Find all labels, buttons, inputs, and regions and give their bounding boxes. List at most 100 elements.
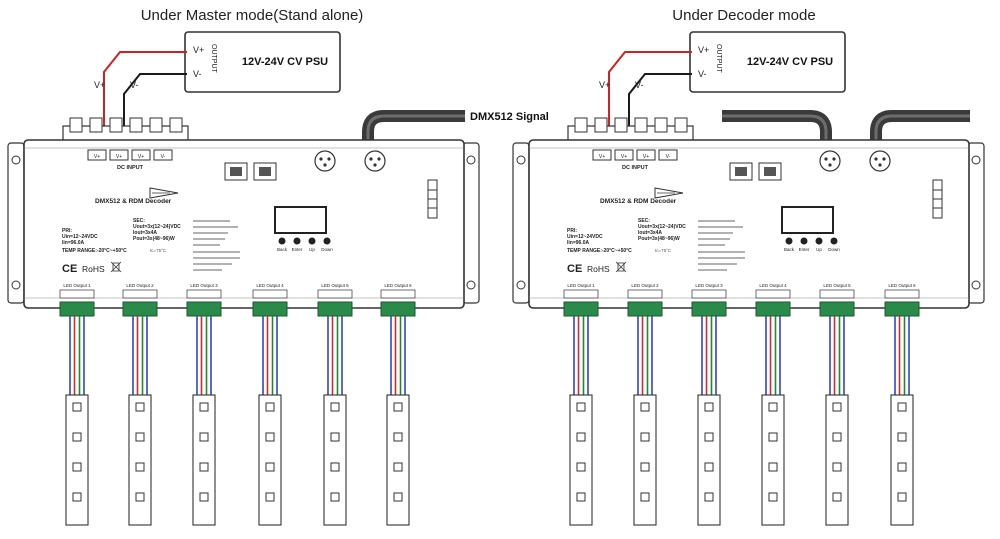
led-strip-5 xyxy=(317,301,353,526)
svg-text:tc=75°C: tc=75°C xyxy=(655,248,672,253)
svg-text:Uin=12~24VDC: Uin=12~24VDC xyxy=(567,234,603,240)
decoder-unit: V+ V+ V+ V- DC INPUT xyxy=(7,139,480,309)
ce-mark: CE xyxy=(62,263,77,275)
black-power-wire xyxy=(123,73,187,128)
panel-title: Under Decoder mode xyxy=(672,7,815,24)
psu-output-word: OUTPUT xyxy=(715,44,722,74)
enter-button[interactable] xyxy=(293,237,301,245)
svg-text:Uout=3x(12~24)VDC: Uout=3x(12~24)VDC xyxy=(133,224,181,230)
led-strip-1 xyxy=(563,301,599,526)
svg-text:LED Output 6: LED Output 6 xyxy=(384,283,412,288)
svg-text:Iin=96.0A: Iin=96.0A xyxy=(62,240,84,246)
svg-text:LED Output 3: LED Output 3 xyxy=(695,283,723,288)
down-button[interactable] xyxy=(830,237,838,245)
led-strip-1 xyxy=(59,301,95,526)
svg-text:LED Output 5: LED Output 5 xyxy=(823,283,851,288)
svg-text:Iout=3x4A: Iout=3x4A xyxy=(133,230,157,236)
svg-text:LED Output 6: LED Output 6 xyxy=(888,283,916,288)
ce-mark: CE xyxy=(567,263,582,275)
svg-text:V-: V- xyxy=(666,154,671,160)
weee-bin-icon xyxy=(615,261,627,273)
svg-text:LED Output 1: LED Output 1 xyxy=(567,283,595,288)
psu-vminus-label: V- xyxy=(698,69,707,79)
wire-vminus-label: V- xyxy=(130,80,139,90)
dc-input-label: DC INPUT xyxy=(622,165,649,171)
wire-vplus-label: V+ xyxy=(599,80,610,90)
black-power-wire xyxy=(628,73,692,128)
svg-text:Iin=96.0A: Iin=96.0A xyxy=(567,240,589,246)
lcd-display xyxy=(274,206,327,234)
output-port-rows xyxy=(563,289,920,299)
control-buttons: Back Enter Up Down xyxy=(784,237,840,252)
back-button[interactable] xyxy=(785,237,793,245)
led-output-labels: LED Output 1 LED Output 2 LED Output 3 L… xyxy=(567,283,916,288)
led-output-labels: LED Output 1 LED Output 2 LED Output 3 L… xyxy=(63,283,412,288)
psu-vplus-label: V+ xyxy=(698,45,709,55)
svg-text:LED Output 2: LED Output 2 xyxy=(631,283,659,288)
dc-input-ports: V+ V+ V+ V- DC INPUT xyxy=(87,149,173,171)
up-button[interactable] xyxy=(815,237,823,245)
weee-bin-icon xyxy=(110,261,122,273)
compliance-marks: CE RoHS xyxy=(567,261,627,275)
psu-output-word: OUTPUT xyxy=(210,44,217,74)
svg-text:LED Output 1: LED Output 1 xyxy=(63,283,91,288)
svg-text:Up: Up xyxy=(309,247,315,252)
rating-specs: PRI: Uin=12~24VDC Iin=96.0A SEC: Uout=3x… xyxy=(62,218,181,254)
rohs-mark: RoHS xyxy=(82,264,105,274)
svg-text:LED Output 3: LED Output 3 xyxy=(190,283,218,288)
panel-decoder-mode: Under Decoder mode V+ V- OUTPUT 12V-24V … xyxy=(512,7,985,526)
led-strip-3 xyxy=(186,301,222,526)
menu-legend xyxy=(698,220,745,271)
psu-box: V+ V- OUTPUT 12V-24V CV PSU xyxy=(184,31,341,93)
svg-text:PRI:: PRI: xyxy=(62,228,72,234)
psu-label: 12V-24V CV PSU xyxy=(242,56,328,68)
rating-specs: PRI: Uin=12~24VDC Iin=96.0A SEC: Uout=3x… xyxy=(567,218,686,254)
svg-text:V+: V+ xyxy=(138,154,144,160)
menu-legend xyxy=(193,220,240,271)
svg-text:Iout=3x4A: Iout=3x4A xyxy=(638,230,662,236)
panel-title: Under Master mode(Stand alone) xyxy=(141,7,364,24)
brand-logo-icon xyxy=(149,187,179,199)
wire-vplus-label: V+ xyxy=(94,80,105,90)
psu-vplus-label: V+ xyxy=(193,45,204,55)
svg-text:SEC:: SEC: xyxy=(638,218,650,224)
back-button[interactable] xyxy=(278,237,286,245)
svg-text:LED Output 4: LED Output 4 xyxy=(759,283,787,288)
enter-button[interactable] xyxy=(800,237,808,245)
rohs-mark: RoHS xyxy=(587,264,610,274)
svg-text:TEMP RANGE:-20°C~+50°C: TEMP RANGE:-20°C~+50°C xyxy=(567,248,632,254)
svg-text:SEC:: SEC: xyxy=(133,218,145,224)
red-power-wire xyxy=(103,51,187,128)
svg-text:V+: V+ xyxy=(621,154,627,160)
dc-input-label: DC INPUT xyxy=(117,165,144,171)
svg-text:Uin=12~24VDC: Uin=12~24VDC xyxy=(62,234,98,240)
svg-text:LED Output 2: LED Output 2 xyxy=(126,283,154,288)
psu-label: 12V-24V CV PSU xyxy=(747,56,833,68)
led-strip-4 xyxy=(252,301,288,526)
output-port-rows xyxy=(59,289,416,299)
led-strip-2 xyxy=(627,301,663,526)
decoder-name: DMX512 & RDM Decoder xyxy=(95,198,172,205)
svg-text:LED Output 4: LED Output 4 xyxy=(256,283,284,288)
dc-input-ports: V+ V+ V+ V- DC INPUT xyxy=(592,149,678,171)
lcd-display xyxy=(781,206,834,234)
svg-text:tc=75°C: tc=75°C xyxy=(150,248,167,253)
control-buttons: Back Enter Up Down xyxy=(277,237,333,252)
svg-text:PRI:: PRI: xyxy=(567,228,577,234)
side-terminal xyxy=(932,179,943,219)
decoder-unit: V+ V+ V+ V- DC INPUT xyxy=(512,139,985,309)
svg-text:Enter: Enter xyxy=(799,247,810,252)
svg-text:V+: V+ xyxy=(116,154,122,160)
down-button[interactable] xyxy=(323,237,331,245)
compliance-marks: CE RoHS xyxy=(62,261,122,275)
svg-text:Down: Down xyxy=(321,247,333,252)
up-button[interactable] xyxy=(308,237,316,245)
svg-text:LED Output 5: LED Output 5 xyxy=(321,283,349,288)
wire-vminus-label: V- xyxy=(635,80,644,90)
brand-logo-icon xyxy=(654,187,684,199)
dmx-signal-label: DMX512 Signal xyxy=(470,111,549,123)
svg-text:Uout=3x(12~24)VDC: Uout=3x(12~24)VDC xyxy=(638,224,686,230)
svg-text:Down: Down xyxy=(828,247,840,252)
psu-box: V+ V- OUTPUT 12V-24V CV PSU xyxy=(689,31,846,93)
